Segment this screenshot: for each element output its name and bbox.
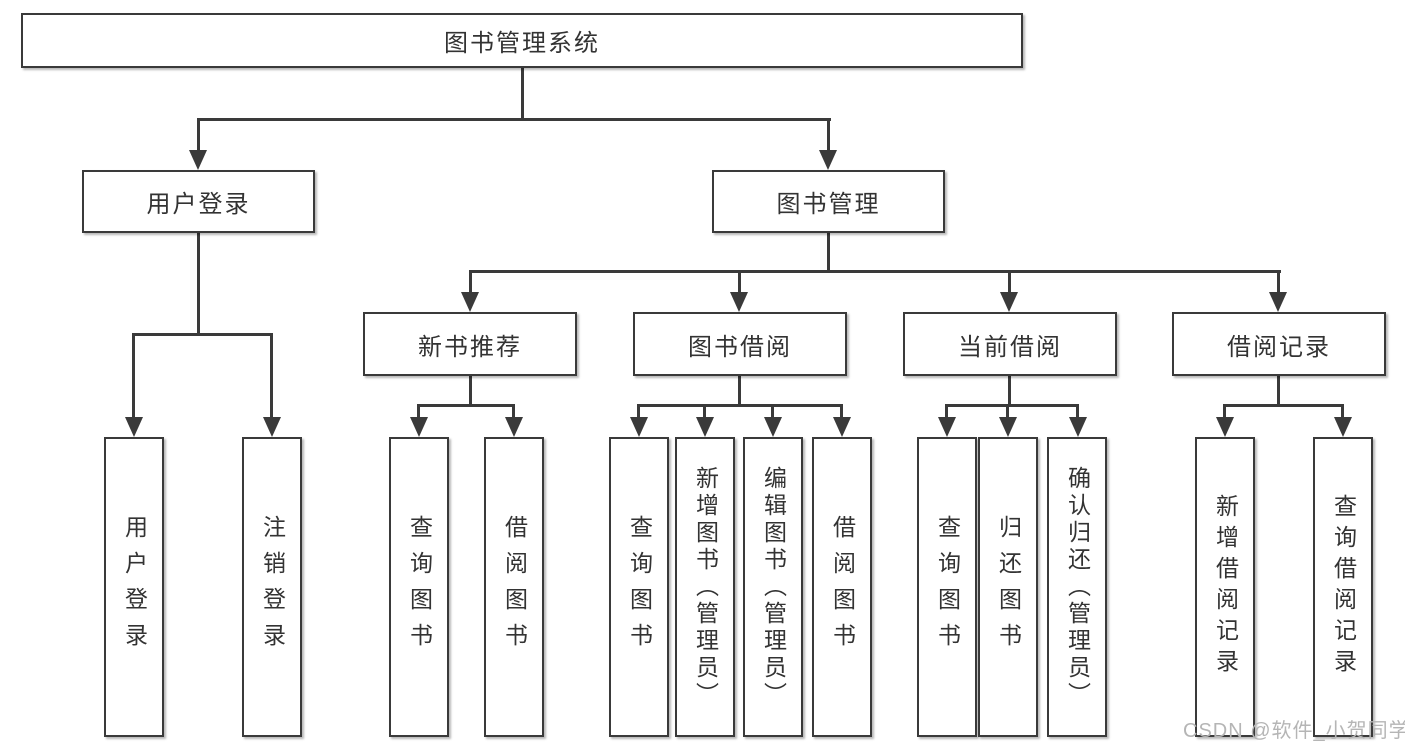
connector bbox=[270, 333, 273, 419]
leaf-node-label: 注销登录 bbox=[259, 515, 286, 659]
arrow-down-icon bbox=[764, 417, 782, 437]
connector bbox=[512, 404, 515, 419]
level3-node-borrow-records: 借阅记录 bbox=[1172, 312, 1386, 376]
connector bbox=[738, 376, 741, 406]
level3-node-label: 新书推荐 bbox=[418, 333, 522, 361]
connector bbox=[469, 270, 1281, 273]
leaf-node-confirm-return-admin: 确认归还（管理员） bbox=[1047, 437, 1107, 737]
level2-node-book-management: 图书管理 bbox=[712, 170, 945, 233]
connector bbox=[1277, 376, 1280, 406]
leaf-node-query-books-2: 查询图书 bbox=[609, 437, 669, 737]
arrow-down-icon bbox=[833, 417, 851, 437]
level3-node-label: 当前借阅 bbox=[958, 333, 1062, 361]
arrow-down-icon bbox=[999, 417, 1017, 437]
level3-node-current-borrow: 当前借阅 bbox=[903, 312, 1117, 376]
arrow-down-icon bbox=[630, 417, 648, 437]
connector bbox=[417, 404, 420, 419]
leaf-node-label: 归还图书 bbox=[995, 515, 1022, 659]
leaf-node-query-books-3: 查询图书 bbox=[917, 437, 977, 737]
leaf-node-label: 借阅图书 bbox=[501, 515, 528, 659]
connector bbox=[1006, 404, 1009, 419]
leaf-node-edit-books-admin: 编辑图书（管理员） bbox=[743, 437, 803, 737]
arrow-down-icon bbox=[263, 417, 281, 437]
leaf-node-label: 新增图书（管理员） bbox=[692, 465, 719, 709]
connector bbox=[197, 118, 831, 121]
leaf-node-label: 确认归还（管理员） bbox=[1064, 465, 1091, 709]
connector bbox=[637, 404, 843, 407]
root-node-label: 图书管理系统 bbox=[444, 30, 600, 57]
leaf-node-label: 用户登录 bbox=[121, 515, 148, 659]
connector bbox=[469, 270, 472, 294]
arrow-down-icon bbox=[125, 417, 143, 437]
leaf-node-add-borrow-record: 新增借阅记录 bbox=[1195, 437, 1255, 737]
leaf-node-label: 查询图书 bbox=[934, 515, 961, 659]
connector bbox=[132, 333, 273, 336]
level3-node-label: 图书借阅 bbox=[688, 333, 792, 361]
connector bbox=[1076, 404, 1079, 419]
connector bbox=[738, 270, 741, 294]
connector bbox=[417, 404, 515, 407]
arrow-down-icon bbox=[696, 417, 714, 437]
level2-node-label: 用户登录 bbox=[146, 191, 251, 218]
arrow-down-icon bbox=[819, 150, 837, 170]
level2-node-user-login: 用户登录 bbox=[82, 170, 315, 233]
connector bbox=[1223, 404, 1343, 407]
connector bbox=[945, 404, 948, 419]
connector bbox=[840, 404, 843, 419]
connector bbox=[469, 376, 472, 406]
csdn-watermark: CSDN @软件_小贺同学 bbox=[1183, 720, 1405, 742]
leaf-node-add-books-admin: 新增图书（管理员） bbox=[675, 437, 735, 737]
leaf-node-label: 查询图书 bbox=[626, 515, 653, 659]
leaf-node-borrow-books-1: 借阅图书 bbox=[484, 437, 544, 737]
connector bbox=[1008, 376, 1011, 406]
connector bbox=[197, 233, 200, 336]
level3-node-book-borrow: 图书借阅 bbox=[633, 312, 847, 376]
level3-node-new-book-recommend: 新书推荐 bbox=[363, 312, 577, 376]
connector bbox=[771, 404, 774, 419]
connector bbox=[1008, 270, 1011, 294]
level3-node-label: 借阅记录 bbox=[1227, 333, 1331, 361]
arrow-down-icon bbox=[410, 417, 428, 437]
arrow-down-icon bbox=[1269, 292, 1287, 312]
leaf-node-label: 新增借阅记录 bbox=[1212, 494, 1239, 680]
connector bbox=[197, 118, 200, 152]
arrow-down-icon bbox=[1069, 417, 1087, 437]
arrow-down-icon bbox=[1216, 417, 1234, 437]
arrow-down-icon bbox=[938, 417, 956, 437]
leaf-node-label: 编辑图书（管理员） bbox=[760, 465, 787, 709]
arrow-down-icon bbox=[1334, 417, 1352, 437]
leaf-node-label: 查询图书 bbox=[406, 515, 433, 659]
arrow-down-icon bbox=[189, 150, 207, 170]
leaf-node-user-login: 用户登录 bbox=[104, 437, 164, 737]
leaf-node-query-books-1: 查询图书 bbox=[389, 437, 449, 737]
arrow-down-icon bbox=[730, 292, 748, 312]
leaf-node-return-books: 归还图书 bbox=[978, 437, 1038, 737]
connector bbox=[827, 233, 830, 273]
connector bbox=[1277, 270, 1280, 294]
arrow-down-icon bbox=[461, 292, 479, 312]
leaf-node-label: 查询借阅记录 bbox=[1330, 494, 1357, 680]
level2-node-label: 图书管理 bbox=[776, 191, 881, 218]
connector bbox=[637, 404, 640, 419]
leaf-node-borrow-books-2: 借阅图书 bbox=[812, 437, 872, 737]
connector bbox=[521, 68, 524, 118]
connector bbox=[945, 404, 1079, 407]
root-node-library-system: 图书管理系统 bbox=[21, 13, 1023, 68]
arrow-down-icon bbox=[1000, 292, 1018, 312]
connector bbox=[827, 118, 830, 152]
leaf-node-label: 借阅图书 bbox=[829, 515, 856, 659]
leaf-node-logout: 注销登录 bbox=[242, 437, 302, 737]
leaf-node-query-borrow-record: 查询借阅记录 bbox=[1313, 437, 1373, 737]
connector bbox=[703, 404, 706, 419]
connector bbox=[1341, 404, 1344, 419]
arrow-down-icon bbox=[505, 417, 523, 437]
connector bbox=[132, 333, 135, 419]
connector bbox=[1223, 404, 1226, 419]
